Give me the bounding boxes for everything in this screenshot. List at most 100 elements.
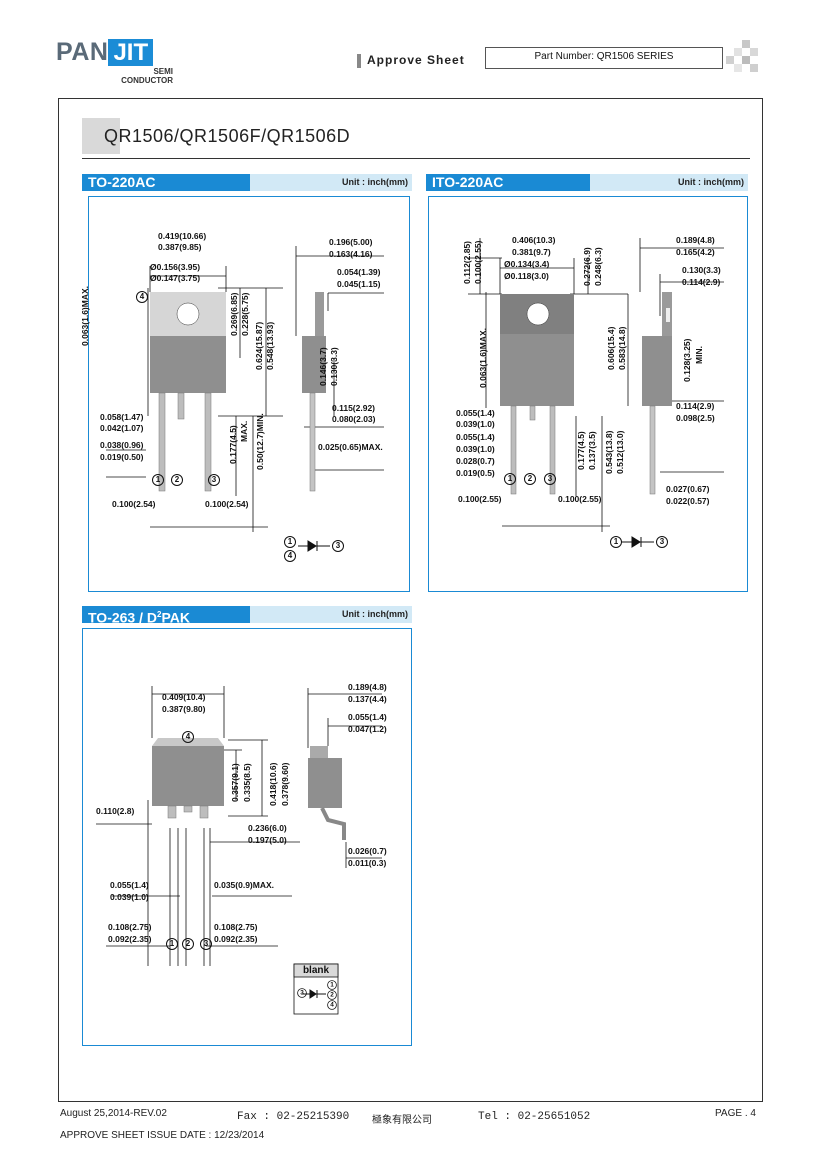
- dim-thick-min: 0.165(4.2): [676, 247, 715, 257]
- dim-width-min: 0.387(9.80): [162, 704, 206, 714]
- logo-sub-semi: SEMI: [153, 67, 173, 76]
- dim-lead1-max: 0.058(1.47): [100, 412, 144, 422]
- dim-lead3-min: 0.019(0.5): [456, 468, 495, 478]
- dim-v1-min: 0.335(8.5): [242, 763, 252, 802]
- package-name: TO-220AC: [82, 174, 250, 191]
- footer-date-rev: August 25,2014-REV.02: [60, 1108, 167, 1119]
- dim-pitch-left: 0.100(2.55): [458, 494, 502, 504]
- dim-lead2-max: 0.055(1.4): [456, 432, 495, 442]
- dim-lead-long-max: 0.543(13.8): [604, 430, 614, 474]
- dim-lead-len-max: MAX.: [239, 420, 249, 442]
- to263-drawing: [96, 686, 382, 1015]
- dim-back-min: 0.098(2.5): [676, 413, 715, 423]
- logo-sub-conductor: CONDUCTOR: [121, 76, 173, 85]
- blank-pin-1: 1: [327, 980, 337, 990]
- package-drawing-panel: [88, 196, 410, 592]
- dim-tab-min: 0.045(1.15): [337, 279, 381, 289]
- dim-tab-max: 0.055(1.4): [348, 712, 387, 722]
- to220ac-drawing: [106, 246, 384, 552]
- approve-sheet-title: Approve Sheet: [367, 53, 465, 67]
- dim-vtop-right-max: 0.272(6.9): [582, 247, 592, 286]
- dim-lead-long-min: 0.512(13.0): [615, 430, 625, 474]
- dim-width-min: 0.381(9.7): [512, 247, 551, 257]
- dim-v2-max: 0.606(15.4): [606, 326, 616, 370]
- dim-side-min-label: MIN.: [694, 346, 704, 364]
- dim-v2-min: 0.548(13.93): [265, 321, 275, 370]
- dim-foot2-min: 0.011(0.3): [348, 858, 387, 868]
- dim-left-h: 0.110(2.8): [96, 806, 135, 816]
- pin-2-marker: 2: [182, 938, 194, 950]
- dim-thick-min: 0.163(4.16): [329, 249, 373, 259]
- logo-pan-text: PAN: [56, 38, 109, 66]
- footer-fax: Fax : 02-25215390: [237, 1111, 350, 1123]
- pin-1-marker: 1: [166, 938, 178, 950]
- dim-v2-min: 0.583(14.8): [617, 326, 627, 370]
- dim-pitch-right: 0.100(2.54): [205, 499, 249, 509]
- dim-back2-min: 0.022(0.57): [666, 496, 710, 506]
- package-name-sup: 2: [157, 610, 162, 619]
- header-decoration-squares: [726, 40, 758, 72]
- pin-4-marker: 4: [136, 291, 148, 303]
- dim-side-min-val: 0.128(3.25): [682, 338, 692, 382]
- pin-2-marker: 2: [524, 473, 536, 485]
- schematic-pin-1: 1: [610, 536, 622, 548]
- dim-width-max: 0.419(10.66): [158, 231, 207, 241]
- title-underline: [82, 158, 750, 159]
- dim-lead3-max: 0.028(0.7): [456, 456, 495, 466]
- dim-pitch-left: 0.100(2.54): [112, 499, 156, 509]
- package-drawing-panel: [428, 196, 748, 592]
- package-name: TO-263 / D2PAK: [82, 606, 250, 626]
- package-to263-d2pak: TO-263 / D2PAK Unit : inch(mm): [82, 606, 412, 1046]
- unit-label: Unit : inch(mm): [342, 609, 408, 619]
- dim-v2-max: 0.418(10.6): [268, 762, 278, 806]
- dim-lead1-max: 0.055(1.4): [456, 408, 495, 418]
- dim-pitch-right-min: 0.092(2.35): [214, 934, 258, 944]
- dim-hole-min: Ø0.118(3.0): [504, 271, 549, 281]
- schematic-pin-3: 3: [332, 540, 344, 552]
- dim-pitch-right-max: 0.108(2.75): [214, 922, 258, 932]
- dim-lead1-max: 0.055(1.4): [110, 880, 149, 890]
- footer-page: PAGE . 4: [715, 1108, 756, 1119]
- document-frame: [58, 98, 763, 1102]
- dim-back2-max: 0.027(0.67): [666, 484, 710, 494]
- dim-v3-min: 0.130(3.3): [329, 347, 339, 386]
- dim-lead-len-max: 0.177(4.5): [576, 431, 586, 470]
- dim-pitch-left-min: 0.092(2.35): [108, 934, 152, 944]
- dim-back-max: 0.115(2.92): [332, 403, 376, 413]
- dim-tab-max: 0.130(3.3): [682, 265, 721, 275]
- dim-tab-max: 0.054(1.39): [337, 267, 381, 277]
- dim-thick-max: 0.189(4.8): [676, 235, 715, 245]
- dim-tab-min: 0.047(1.2): [348, 724, 387, 734]
- package-name: ITO-220AC: [426, 174, 590, 191]
- dim-pitch-right: 0.100(2.55): [558, 494, 602, 504]
- dim-vtop-left-min: 0.100(2.55): [473, 240, 483, 284]
- dim-width-max: 0.406(10.3): [512, 235, 556, 245]
- dim-foot2-max: 0.026(0.7): [348, 846, 387, 856]
- dim-thick-min: 0.137(4.4): [348, 694, 387, 704]
- dim-v1-min: 0.228(5.75): [240, 292, 250, 336]
- dim-v3-max: 0.146(3.7): [318, 347, 328, 386]
- unit-label: Unit : inch(mm): [342, 177, 408, 187]
- dim-lead1-min: 0.039(1.0): [110, 892, 149, 902]
- package-name-main: TO-263 / D: [88, 609, 157, 626]
- dim-v2-min: 0.378(9.60): [280, 762, 290, 806]
- approve-sheet-marker: [357, 54, 361, 68]
- logo-jit-text: JIT: [108, 39, 154, 66]
- schematic-pin-4: 4: [284, 550, 296, 562]
- dim-width-min: 0.387(9.85): [158, 242, 202, 252]
- dim-hole-min: Ø0.147(3.75): [150, 273, 201, 283]
- dim-foot-min: 0.197(5.0): [248, 835, 287, 845]
- part-number-box: Part Number: QR1506 SERIES: [485, 47, 723, 69]
- dim-v1-max: 0.269(6.85): [229, 292, 239, 336]
- dim-back-min: 0.080(2.03): [332, 414, 376, 424]
- dim-vtop-right-min: 0.248(6.3): [593, 247, 603, 286]
- dim-lead-max: 0.035(0.9)MAX.: [214, 880, 274, 890]
- dim-back-max: 0.114(2.9): [676, 401, 715, 411]
- dim-thick-max: 0.189(4.8): [348, 682, 387, 692]
- package-ito220ac: ITO-220AC Unit : inch(mm): [426, 174, 748, 592]
- unit-label: Unit : inch(mm): [678, 177, 744, 187]
- schematic-pin-3: 3: [656, 536, 668, 548]
- dim-lead1-min: 0.042(1.07): [100, 423, 144, 433]
- package-to220ac: TO-220AC Unit : inch(mm): [80, 174, 412, 592]
